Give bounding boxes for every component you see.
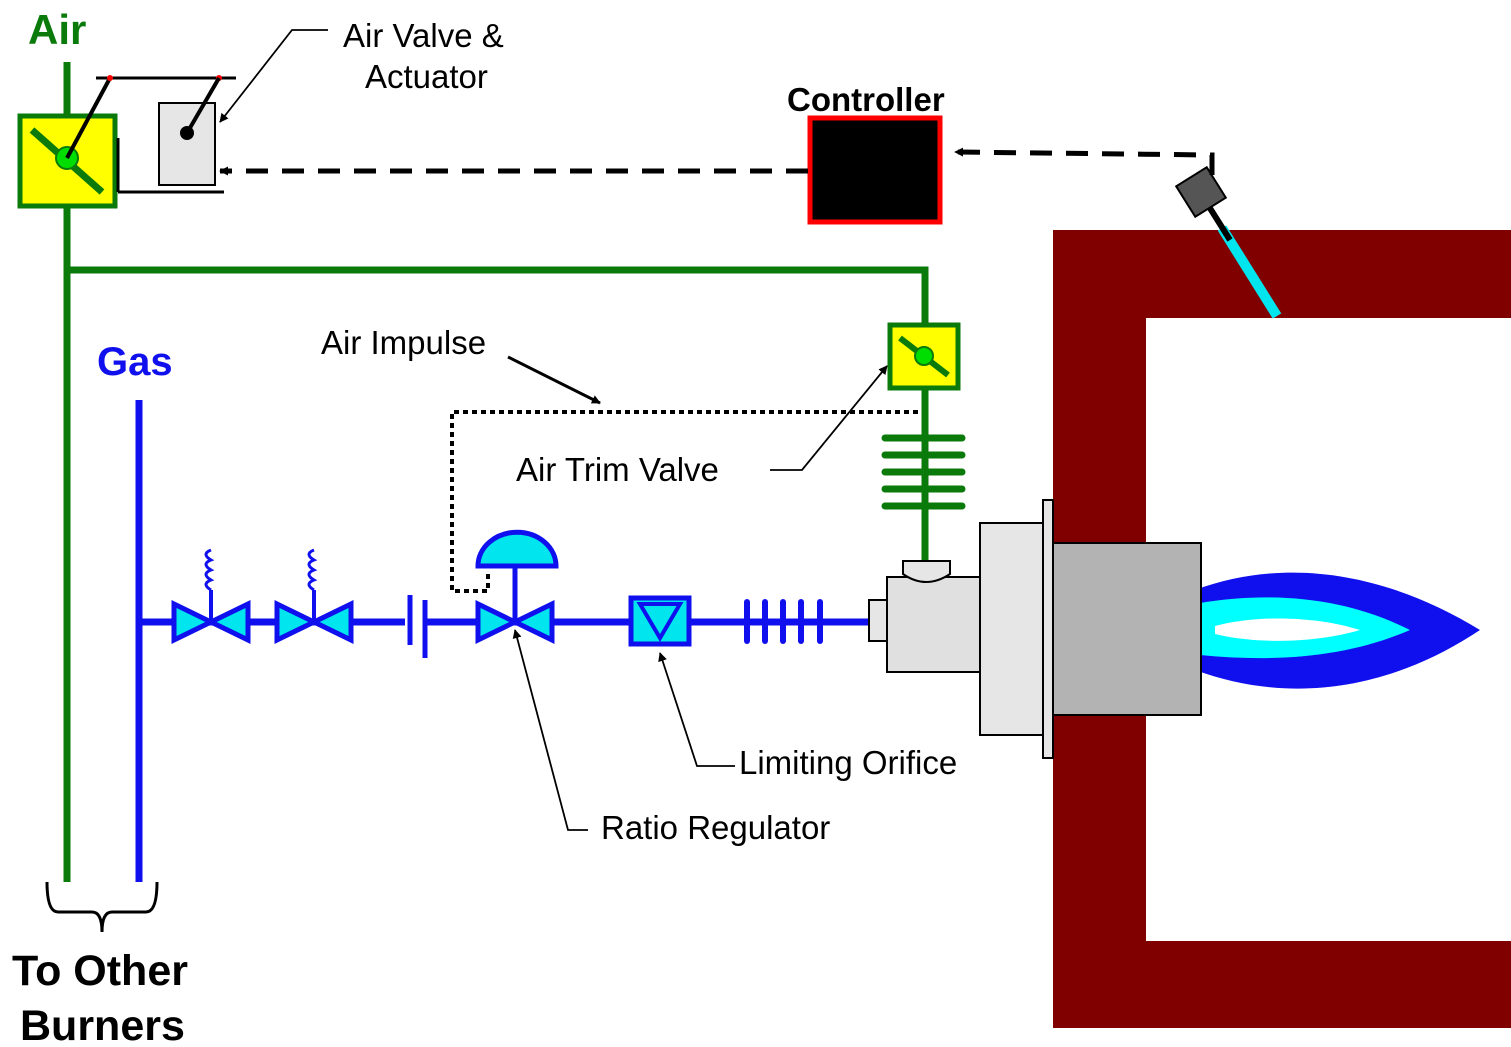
air-trim-valve-label: Air Trim Valve bbox=[516, 451, 719, 488]
air-bellows bbox=[881, 434, 966, 510]
controller-label: Controller bbox=[787, 81, 945, 118]
shutoff-valve-2 bbox=[274, 548, 354, 644]
gas-bellows bbox=[744, 599, 823, 644]
leader-lines bbox=[219, 29, 888, 831]
ratio-regulator-label: Ratio Regulator bbox=[601, 809, 830, 846]
air-impulse-line bbox=[450, 410, 918, 593]
shutoff-valve-1 bbox=[171, 548, 251, 644]
ratio-regulator bbox=[475, 529, 559, 644]
air-valve-label-line1: Air Valve & bbox=[343, 17, 504, 54]
temperature-sensor bbox=[1174, 165, 1282, 319]
pipe-union bbox=[407, 595, 428, 658]
limiting-orifice bbox=[628, 595, 692, 647]
air-label: Air bbox=[28, 6, 86, 53]
controller-box bbox=[807, 115, 943, 225]
air-valve-label-line2: Actuator bbox=[365, 58, 488, 95]
to-other-burners-line1: To Other bbox=[12, 947, 188, 995]
main-air-valve bbox=[17, 77, 118, 209]
limiting-orifice-label: Limiting Orifice bbox=[739, 744, 957, 781]
air-impulse-label: Air Impulse bbox=[321, 324, 486, 361]
gas-label: Gas bbox=[97, 340, 173, 384]
actuator bbox=[96, 75, 236, 194]
flame bbox=[1195, 572, 1480, 689]
other-burners-brace bbox=[45, 881, 159, 933]
to-other-burners-line2: Burners bbox=[20, 1002, 185, 1047]
control-signal-lines bbox=[219, 147, 1215, 176]
air-trim-valve bbox=[887, 322, 961, 391]
burner-assembly bbox=[868, 499, 1202, 759]
